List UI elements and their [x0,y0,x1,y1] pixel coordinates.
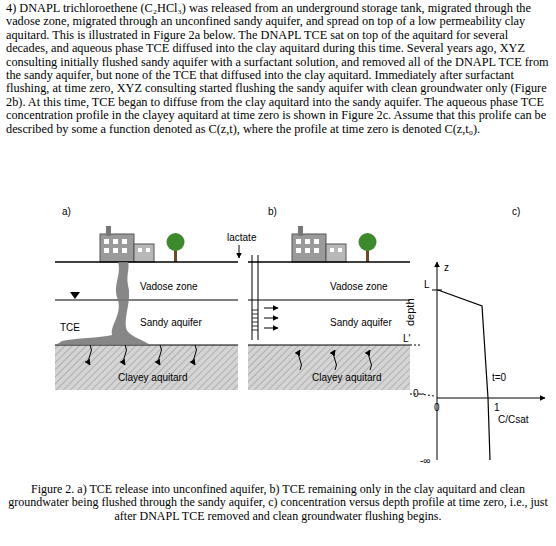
zone-label: Vadose zone [140,281,198,292]
substance-label: TCE [60,322,80,333]
axis-label: z [444,262,449,273]
zone-label: Clayey aquitard [118,372,187,383]
zone-label: Sandy aquifer [330,317,392,328]
panel-letter: b) [268,206,277,217]
figure-caption: Figure 2. a) TCE release into unconfined… [8,483,548,523]
axis-label: C/Csat [498,414,529,425]
axis-tick: 0 [413,388,419,399]
zone-label: Clayey aquitard [312,372,381,383]
axis-tick: 0 [434,402,440,413]
panel-letter: c) [512,206,520,217]
depth-marker: L' [403,333,410,344]
axis-tick: L [424,279,430,290]
axis-tick: 1 [494,402,500,413]
zone-label: Sandy aquifer [140,317,202,328]
zone-label: Vadose zone [330,281,388,292]
panel-letter: a) [62,206,71,217]
problem-text: 4) DNAPL trichloroethene (C₂HCl₃) was re… [6,2,550,136]
substance-label: lactate [227,232,256,243]
axis-tick: -∞ [420,455,430,466]
curve-label: t=0 [492,372,506,383]
axis-label: depth [404,298,416,326]
